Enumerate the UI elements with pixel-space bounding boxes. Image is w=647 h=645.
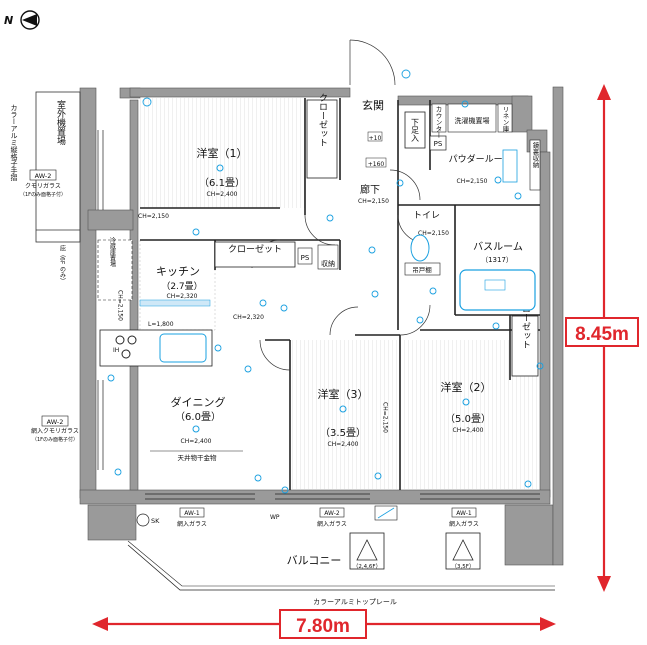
- corridor-label: 廊下: [360, 183, 380, 196]
- fixture-markers: [107, 69, 544, 494]
- dimension-height: 8.45m: [565, 84, 639, 592]
- evac-hatch-1: （2,4,6F）: [349, 532, 385, 570]
- room3-ch: CH=2,400: [328, 441, 359, 448]
- room3-name: 洋室（3）: [318, 387, 369, 401]
- wall-cabinet-label: 吊戸棚: [412, 265, 432, 274]
- walls: [79, 86, 564, 566]
- room1-size: （6.1畳）: [199, 177, 245, 189]
- washer-label: 洗濯機置場: [455, 116, 490, 125]
- shoe-storage: [404, 111, 426, 149]
- room-floor-3: [290, 340, 400, 490]
- louver-rail-label: カラーアルミ縦格子手摺: [10, 104, 18, 182]
- toilet-room: トイレ CH=2,150 吊戸棚: [404, 211, 449, 276]
- toilet-label: トイレ: [413, 211, 440, 221]
- linen-label: リネン庫: [501, 106, 509, 133]
- toilet-ch: CH=2,150: [418, 230, 449, 237]
- north-label: N: [4, 14, 13, 27]
- dining-size: （6.0畳）: [175, 411, 221, 423]
- kitchen-name: キッチン: [156, 265, 200, 278]
- closet-corridor-label: クローゼット: [228, 243, 282, 255]
- bathroom-size: （1317）: [481, 256, 513, 264]
- balcony-label: バルコニー: [287, 554, 342, 567]
- eaves-note: 庇（6F のみ）: [59, 244, 66, 284]
- handrail-label: カラーアルミトップレール: [313, 598, 397, 606]
- window-aw2-bottom: AW-2 網入ガラス: [317, 507, 347, 528]
- storage-label: 収納: [321, 259, 335, 268]
- closet-room2: クローゼット: [511, 295, 539, 377]
- window-aw1-code-2: AW-1: [456, 510, 472, 517]
- window-aw2-kumori: AW-2 クモリガラス （1Fのみ面格子付）: [20, 169, 66, 198]
- balcony: バルコニー カラーアルミトップレール: [127, 540, 555, 606]
- ps-label-2: PS: [301, 254, 310, 262]
- window-aw2-note-2: （1Fのみ面格子付）: [32, 436, 78, 443]
- powder-label: パウダールーム: [449, 153, 512, 165]
- wp-label: WP: [270, 514, 280, 521]
- dimension-height-label: 8.45m: [575, 324, 629, 345]
- outdoor-unit-area: [35, 91, 81, 243]
- room1-name: 洋室（1）: [197, 146, 248, 160]
- dining-name: ダイニング: [171, 395, 226, 409]
- step-plus160: +160: [368, 161, 385, 168]
- room2-ch: CH=2,400: [453, 427, 484, 434]
- closet-room1-label: クローゼット: [317, 93, 328, 147]
- ceiling-drying-rack: 天井物干金物: [178, 453, 218, 462]
- door-swings: [251, 39, 431, 371]
- dimension-width: 7.80m: [92, 609, 556, 639]
- window-aw2-code-1: AW-2: [35, 172, 52, 180]
- window-aw1-left: AW-1 網入ガラス: [177, 507, 207, 528]
- window-aw2-amiiri-kumori: AW-2 網入クモリガラス （1Fのみ面格子付）: [31, 415, 79, 443]
- powder-ch: CH=2,150: [457, 178, 488, 185]
- window-aw2-glass-3: 網入ガラス: [317, 520, 347, 528]
- room3-ch-vertical: CH=2,150: [382, 402, 389, 433]
- window-aw1-glass-1: 網入ガラス: [177, 520, 207, 528]
- evac-hatch-2: （3,5F）: [445, 532, 481, 570]
- room2-name: 洋室（2）: [441, 380, 492, 394]
- window-aw2-glass-2: 網入クモリガラス: [31, 427, 79, 435]
- window-aw2-code-2: AW-2: [47, 418, 64, 426]
- window-frames: [97, 130, 540, 500]
- north-arrow-icon: N: [4, 10, 40, 30]
- bathroom-name: バスルーム: [473, 241, 523, 253]
- kitchen-ch: CH=2,320: [167, 293, 198, 300]
- ps-label-1: PS: [434, 140, 443, 148]
- range-hood-length: L=1,800: [148, 321, 174, 328]
- outdoor-unit-label: 室外機置場: [55, 99, 66, 146]
- ih-label: IH: [113, 347, 119, 354]
- counter-label: カウンター: [434, 106, 442, 139]
- window-aw2-note-1: （1Fのみ面格子付）: [20, 191, 66, 198]
- kitchen: 冷蔵庫置場 キッチン （2.7畳） CH=2,320 L=1,800 IH CH…: [97, 236, 264, 367]
- room1-ch: CH=2,400: [207, 191, 238, 198]
- window-aw2-code-3: AW-2: [324, 510, 340, 517]
- powder-room: カウンター 洗濯機置場 リネン庫 パウダールーム CH=2,150 鏡裏収納: [431, 103, 541, 191]
- closet-room2-label: クローゼット: [520, 295, 531, 349]
- room-floor-1: [140, 98, 305, 208]
- partitions: [140, 98, 540, 490]
- genkan-label: 玄関: [362, 98, 384, 112]
- bathroom: バスルーム （1317）: [459, 241, 536, 311]
- window-aw2-glass-1: クモリガラス: [25, 182, 61, 190]
- window-aw1-right: AW-1 網入ガラス: [449, 507, 479, 528]
- mirror-storage-label: 鏡裏収納: [531, 141, 539, 170]
- closet-corridor: クローゼット: [214, 241, 296, 268]
- ch-2150-vertical: CH=2,150: [117, 290, 124, 321]
- window-aw1-code-1: AW-1: [184, 510, 200, 517]
- closet-room1: クローゼット: [306, 93, 338, 179]
- room3-size: （3.5畳）: [320, 427, 366, 439]
- kitchen-size: （2.7畳）: [161, 281, 202, 292]
- ch-2150-label: CH=2,150: [138, 213, 169, 220]
- hatch-floors-2: （3,5F）: [452, 563, 475, 570]
- kitchen-ch-2: CH=2,320: [233, 314, 264, 321]
- corridor-ch: CH=2,150: [358, 198, 389, 205]
- hatch-floors-1: （2,4,6F）: [353, 563, 381, 570]
- dining-ch: CH=2,400: [181, 438, 212, 445]
- shoe-storage-label: 下足入: [411, 118, 420, 142]
- room2-size: （5.0畳）: [445, 413, 491, 425]
- sk-label: SK: [151, 517, 160, 525]
- step-plus10: +10: [369, 135, 382, 142]
- window-aw1-glass-2: 網入ガラス: [449, 520, 479, 528]
- dimension-width-label: 7.80m: [296, 616, 350, 637]
- fridge-label: 冷蔵庫置場: [109, 236, 116, 268]
